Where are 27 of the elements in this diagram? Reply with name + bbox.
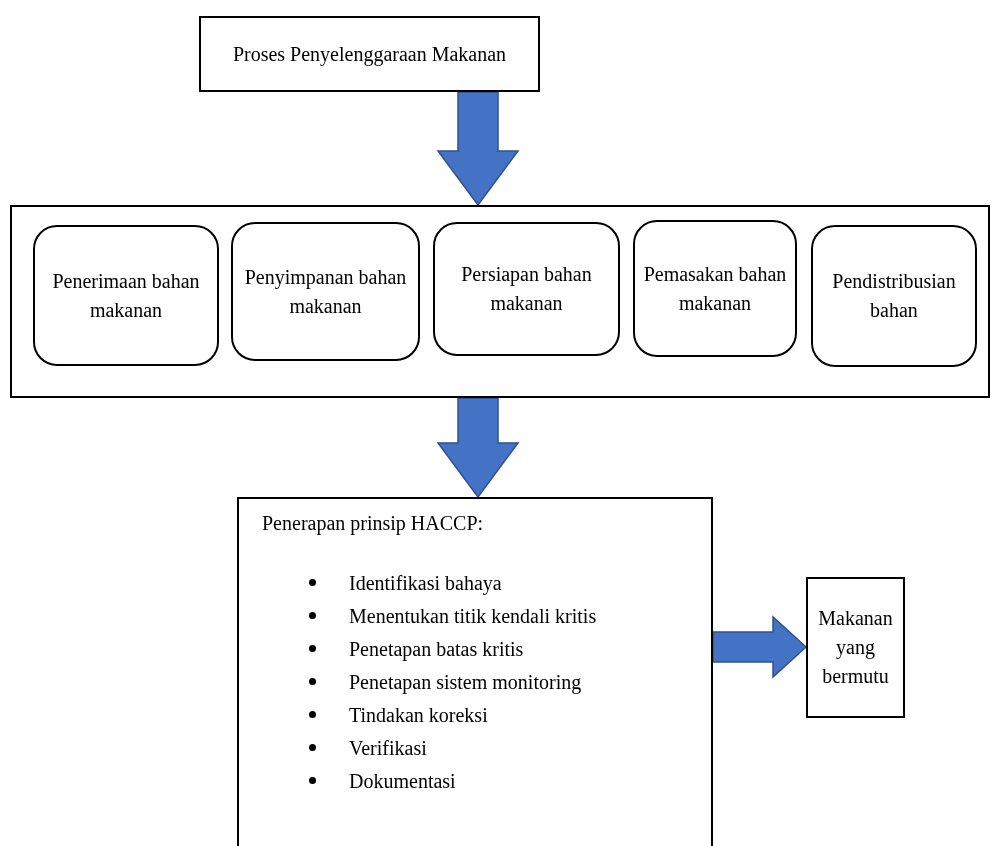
block-arrow (436, 397, 520, 499)
block-arrow (436, 91, 520, 207)
node-text: Penyimpanan bahan makanan (243, 264, 408, 319)
list-item: Menentukan titik kendali kritis (349, 603, 597, 629)
list-item: Penetapan batas kritis (349, 636, 524, 662)
rounded-step-box (633, 220, 797, 357)
rounded-step-box (33, 225, 219, 366)
list-item: Verifikasi (349, 735, 427, 761)
node-text: Makanan yang bermutu (817, 606, 894, 689)
node-text: Penerimaan bahan makanan (51, 268, 201, 323)
node-text: Pendistribusian bahan (831, 269, 957, 323)
process-box (237, 497, 713, 846)
list-item: Identifikasi bahaya (349, 570, 502, 596)
list-item: Dokumentasi (349, 768, 456, 794)
rounded-step-box (433, 222, 620, 356)
process-box (806, 577, 905, 718)
node-text: Pemasakan bahan makanan (643, 261, 787, 316)
process-box (199, 16, 540, 92)
rounded-step-box (811, 225, 977, 367)
container-box (10, 205, 990, 398)
block-arrow (712, 615, 808, 679)
node-text: Persiapan bahan makanan (460, 262, 593, 316)
node-text: Proses Penyelenggaraan Makanan (232, 41, 507, 68)
box-heading: Penerapan prinsip HACCP: (262, 511, 484, 536)
list-item: Tindakan koreksi (349, 702, 488, 728)
list-item: Penetapan sistem monitoring (349, 669, 582, 695)
rounded-step-box (231, 222, 420, 361)
